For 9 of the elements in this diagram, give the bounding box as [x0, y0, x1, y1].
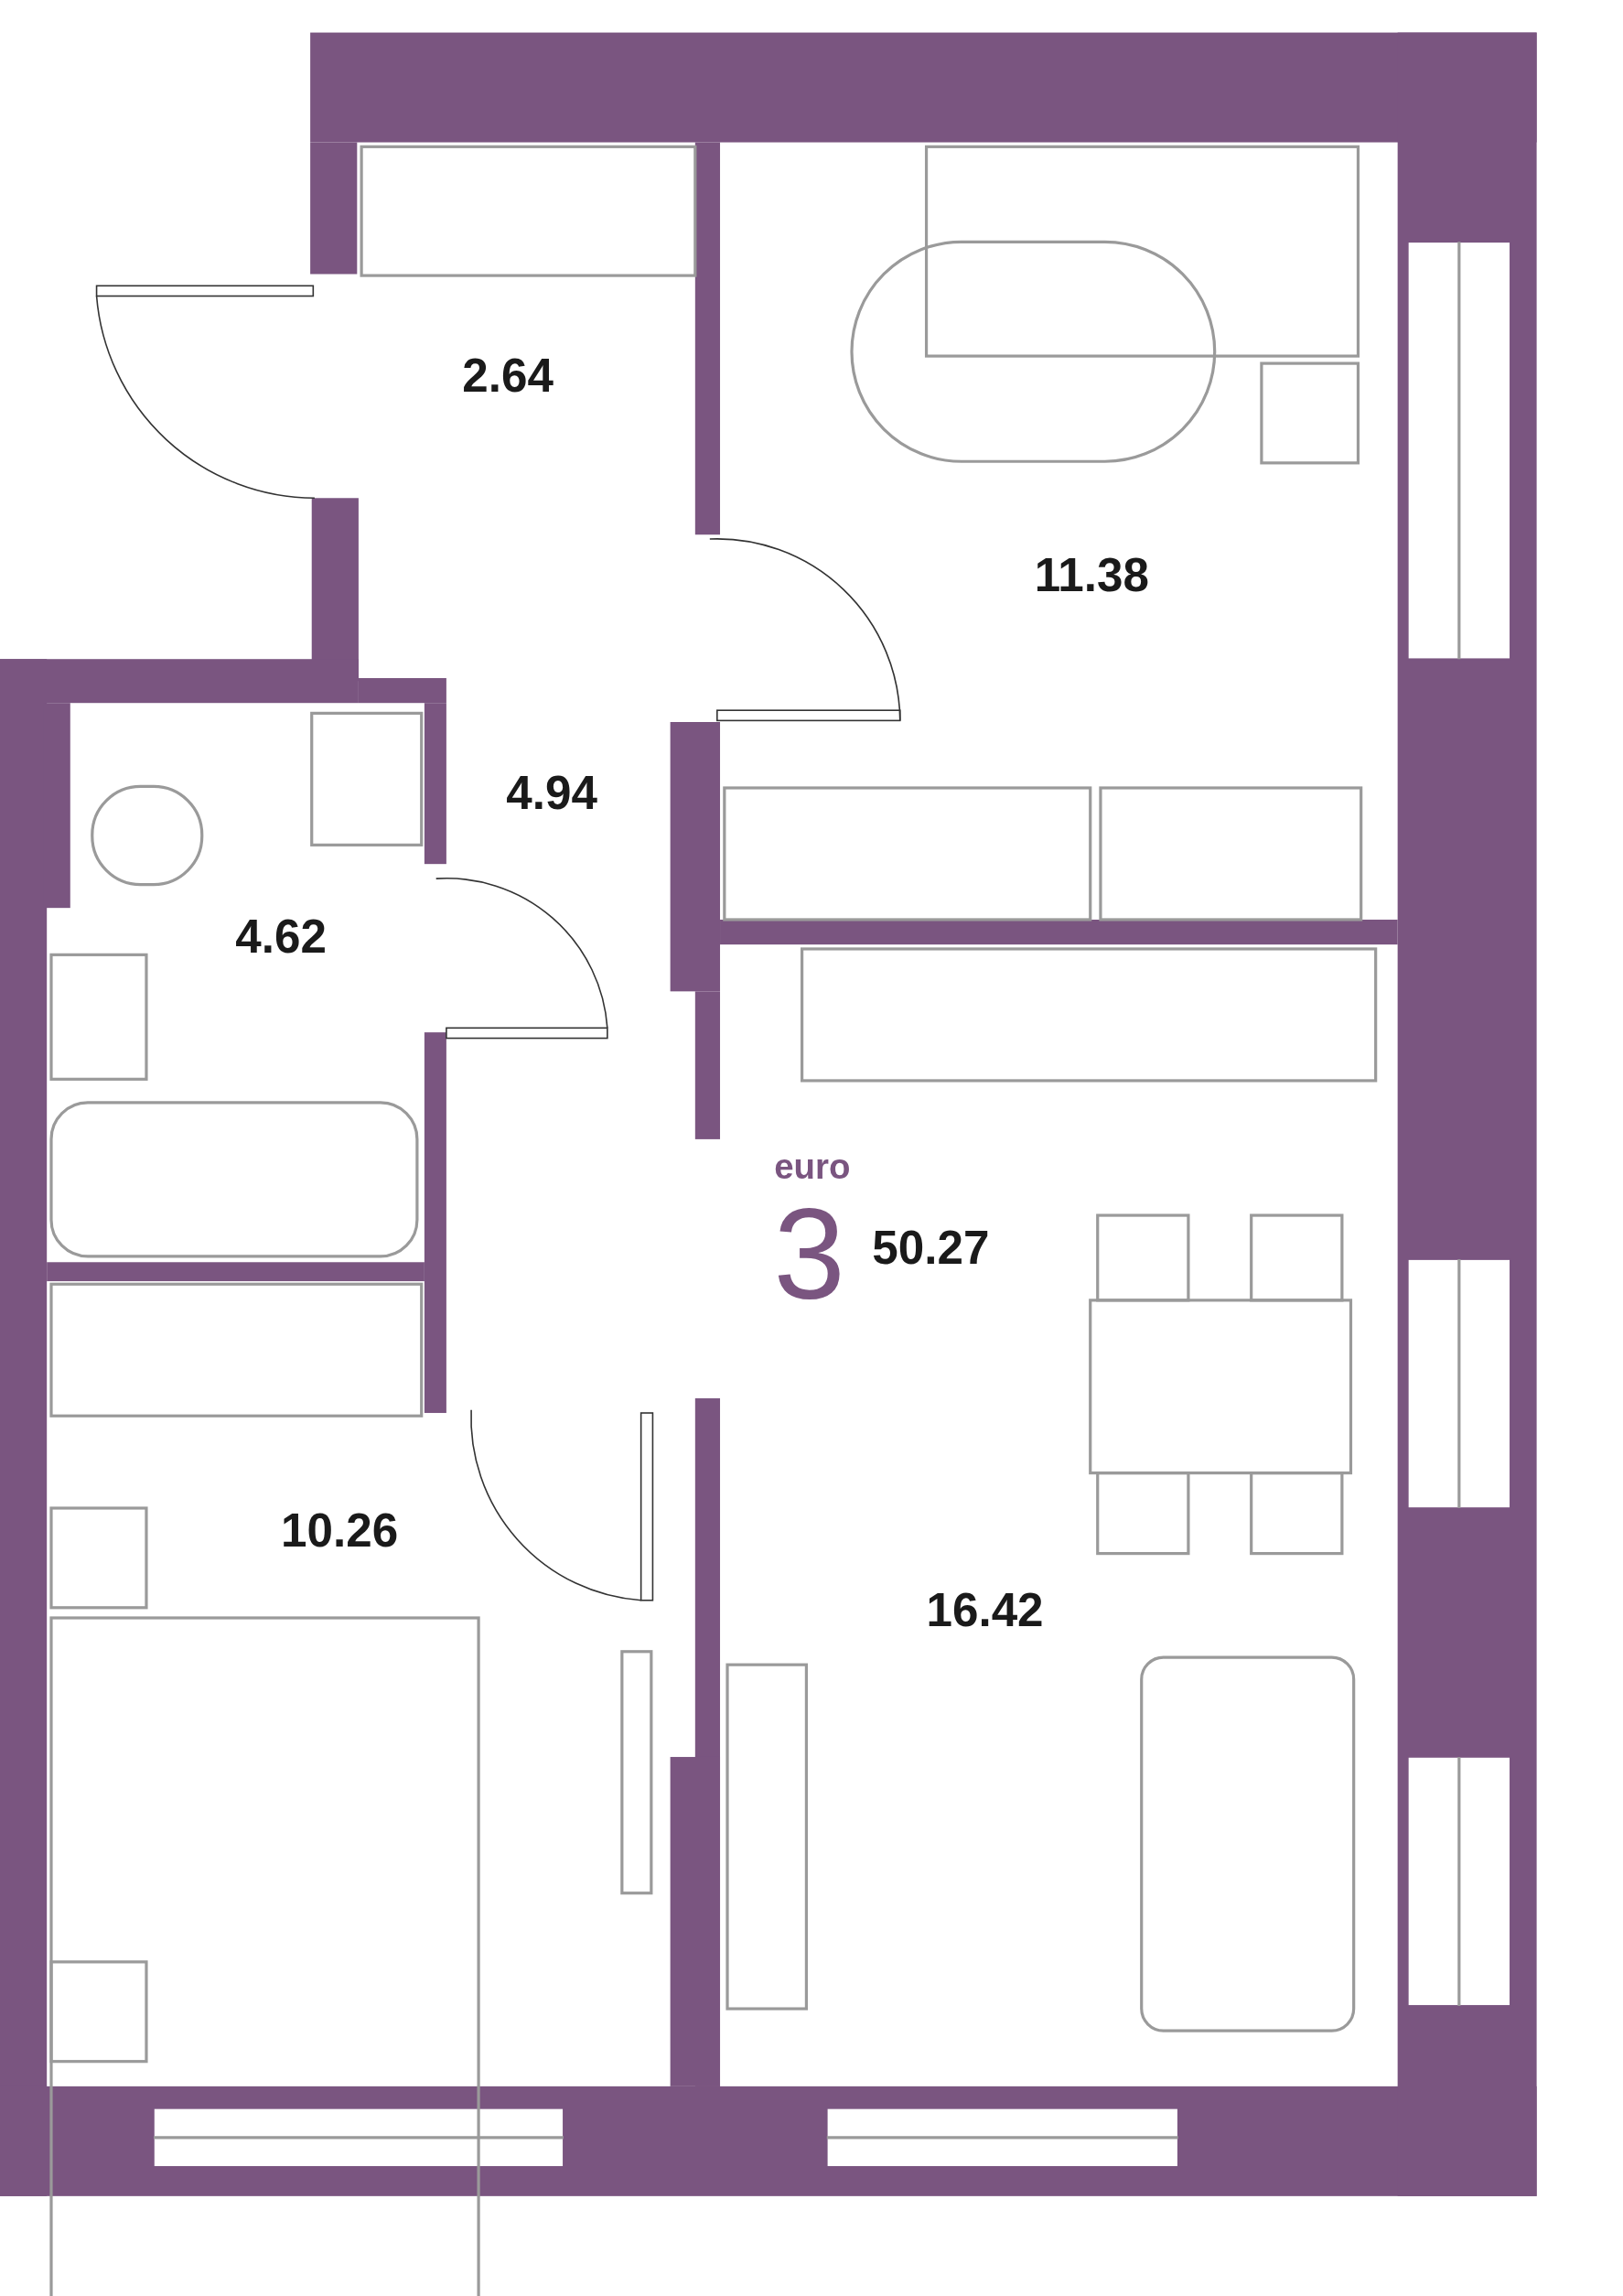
room-area: 2.64	[462, 352, 554, 400]
room-area: 11.38	[1034, 552, 1149, 599]
room-area: 4.94	[506, 770, 597, 817]
room-area: 10.26	[281, 1507, 399, 1555]
room-count: 3	[773, 1190, 845, 1320]
total-area: 50.27	[872, 1224, 990, 1273]
apartment-class: euro	[774, 1148, 851, 1185]
room-area: 16.42	[926, 1587, 1044, 1634]
room-area: 4.62	[235, 913, 327, 961]
